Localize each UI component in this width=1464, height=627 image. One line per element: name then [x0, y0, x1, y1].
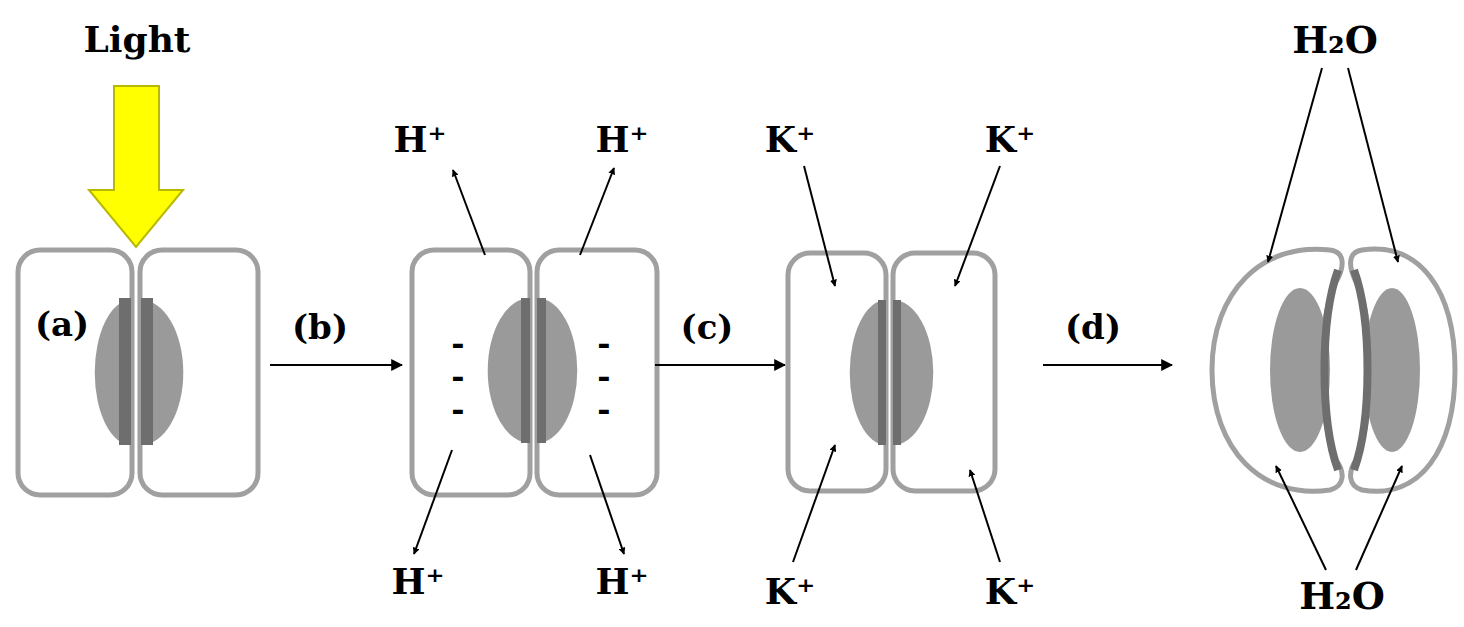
step-arrow	[655, 364, 785, 366]
leader-arrow	[414, 450, 452, 554]
cell-thickening	[488, 298, 530, 443]
ion-label: H⁺	[393, 120, 446, 160]
inner-wall	[141, 298, 153, 445]
cell-thickening	[537, 298, 577, 443]
charge-sign: -	[451, 326, 464, 361]
guard-cell	[788, 253, 886, 491]
charge-sign: -	[597, 359, 610, 394]
leader-arrow	[590, 455, 624, 554]
ion-label: K⁺	[985, 120, 1035, 160]
leader-arrow	[1276, 466, 1326, 570]
guard-cells-potassium-uptake	[788, 253, 995, 491]
charge-sign: -	[597, 392, 610, 427]
charge-sign: -	[597, 326, 610, 361]
guard-cell	[1351, 249, 1455, 491]
water-label: H₂O	[1292, 19, 1378, 61]
inner-wall	[878, 300, 886, 445]
guard-cell	[140, 250, 258, 495]
leader-arrow	[580, 168, 614, 255]
stimulus-label: Light	[84, 20, 191, 60]
step-arrow	[270, 364, 402, 366]
guard-cells-open	[1212, 249, 1455, 491]
guard-cells-closed	[18, 250, 258, 495]
ion-label: K⁺	[765, 572, 815, 612]
leader-arrow	[955, 166, 1000, 286]
leader-arrow	[1348, 68, 1398, 262]
water-arrows	[1268, 68, 1402, 570]
guard-cell	[1212, 249, 1342, 491]
inner-wall	[119, 298, 131, 445]
inner-wall	[521, 298, 530, 443]
step-label: (c)	[681, 309, 734, 346]
inner-wall	[893, 300, 901, 445]
cell-thickening	[850, 300, 886, 445]
leader-arrow	[1356, 466, 1402, 570]
step-label: (d)	[1065, 309, 1121, 346]
guard-cell	[412, 250, 530, 495]
charge-sign: -	[451, 359, 464, 394]
water-label: H₂O	[1299, 575, 1385, 617]
inner-wall	[1354, 270, 1368, 470]
guard-cell	[537, 250, 657, 495]
proton-arrows	[414, 168, 624, 554]
ion-label: K⁺	[765, 120, 815, 160]
potassium-arrows	[793, 166, 1000, 562]
ion-label: K⁺	[985, 572, 1035, 612]
step-label: (b)	[292, 309, 348, 346]
charge-sign: -	[451, 392, 464, 427]
ion-label: H⁺	[595, 120, 648, 160]
guard-cell	[18, 250, 132, 495]
stage-label: (a)	[35, 306, 89, 343]
light-arrow	[89, 86, 183, 247]
cell-thickening	[893, 300, 933, 445]
inner-wall	[537, 298, 546, 443]
ion-label: H⁺	[595, 562, 648, 602]
ion-label: H⁺	[391, 562, 444, 602]
inner-wall	[1325, 270, 1339, 470]
step-arrow	[1043, 364, 1172, 366]
leader-arrow	[453, 170, 485, 255]
guard-cell	[893, 253, 995, 491]
leader-arrow	[1268, 68, 1322, 262]
leader-arrow	[804, 166, 835, 286]
cell-thickening	[1364, 288, 1420, 452]
leader-arrow	[793, 445, 835, 562]
leader-arrow	[970, 470, 1000, 562]
